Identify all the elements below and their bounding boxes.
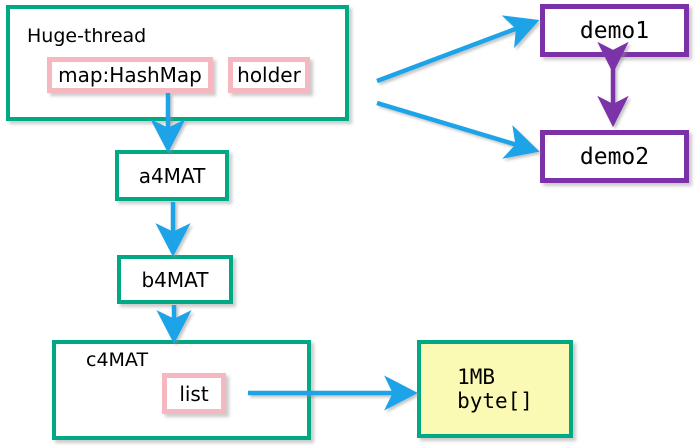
node-c4mat-label: c4MAT xyxy=(86,349,149,371)
node-holder[interactable]: holder xyxy=(228,57,310,93)
node-huge-thread-label: Huge-thread xyxy=(27,25,147,47)
node-a4mat-label: a4MAT xyxy=(138,163,206,188)
node-demo2[interactable]: demo2 xyxy=(540,130,689,183)
edge-huge-thread-to-demo2 xyxy=(376,100,540,159)
node-byte-array-size: 1MB xyxy=(457,364,495,389)
node-demo2-label: demo2 xyxy=(579,143,650,170)
node-map-hashmap[interactable]: map:HashMap xyxy=(47,57,213,93)
node-a4mat[interactable]: a4MAT xyxy=(115,150,229,201)
node-b4mat-label: b4MAT xyxy=(141,267,209,292)
node-list[interactable]: list xyxy=(162,373,226,414)
node-demo1[interactable]: demo1 xyxy=(540,4,689,57)
node-byte-array[interactable]: 1MB byte[] xyxy=(417,340,573,438)
node-demo1-label: demo1 xyxy=(579,17,650,44)
node-list-label: list xyxy=(179,381,209,406)
node-map-hashmap-label: map:HashMap xyxy=(58,63,202,87)
node-byte-array-type: byte[] xyxy=(457,389,533,413)
node-byte-array-label: 1MB byte[] xyxy=(421,344,569,434)
node-b4mat[interactable]: b4MAT xyxy=(117,255,233,304)
node-holder-label: holder xyxy=(237,63,301,87)
edge-huge-thread-to-demo1 xyxy=(376,15,540,84)
